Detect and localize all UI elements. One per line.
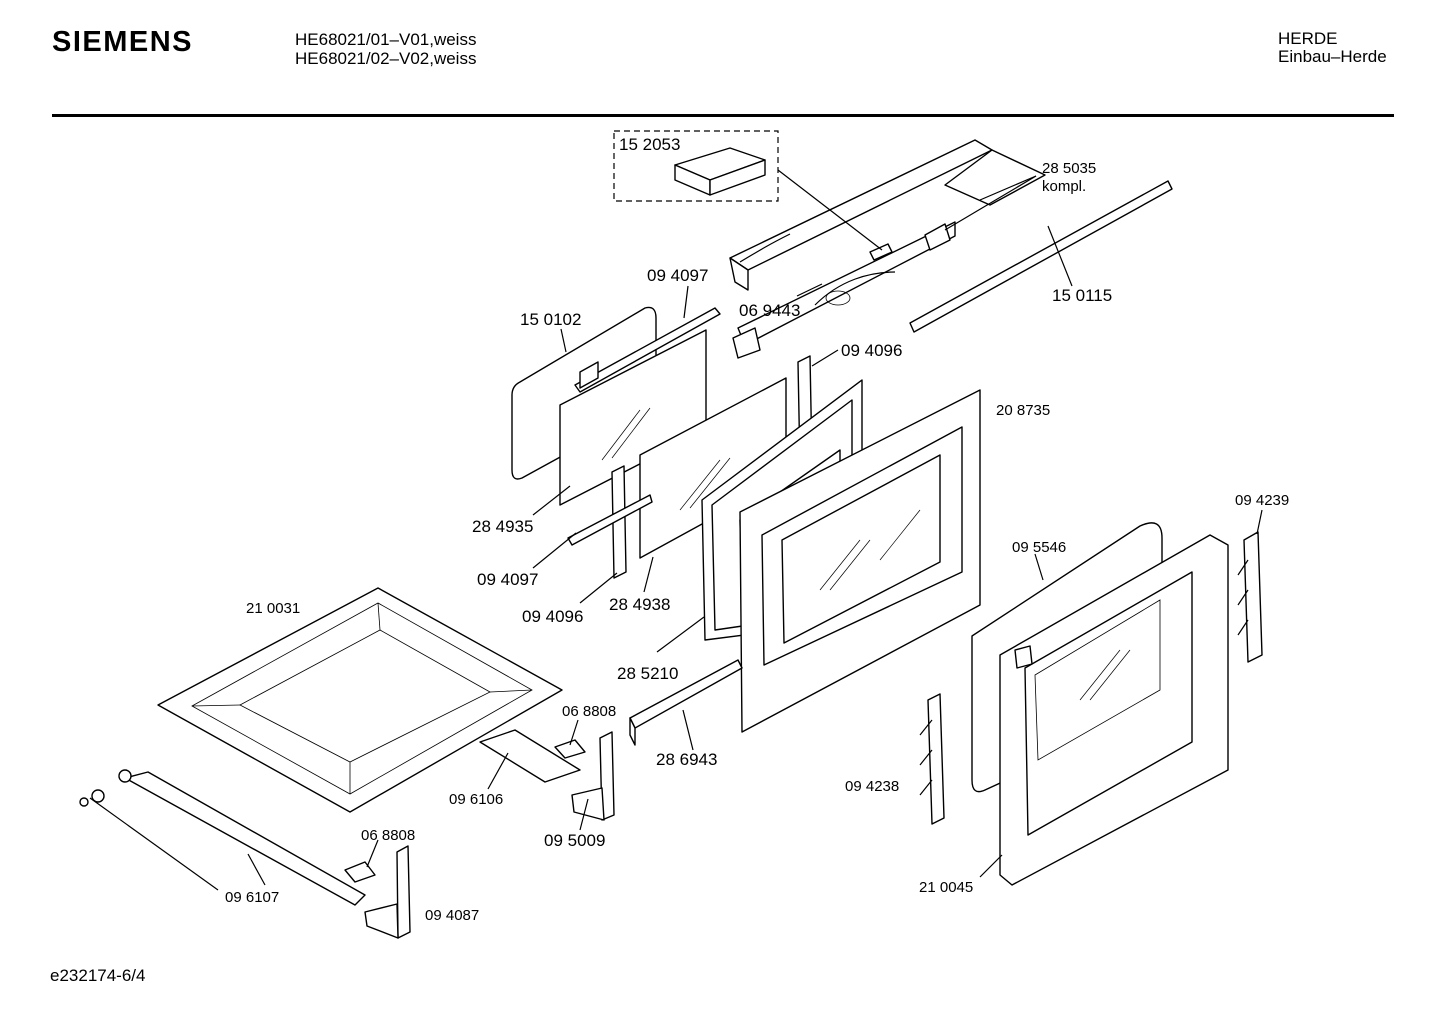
part-shape-094239 <box>1237 531 1263 663</box>
part-shape-150115 <box>909 180 1173 333</box>
part-label-095546: 09 5546 <box>1012 539 1066 556</box>
document-id: e232174-6/4 <box>50 966 146 985</box>
brand-logo: SIEMENS <box>52 26 194 58</box>
part-label-150102: 15 0102 <box>520 310 581 329</box>
part-label-285035: 28 5035 <box>1042 160 1096 177</box>
part-shape-285035 <box>729 139 1046 359</box>
leader-lines <box>89 169 1263 891</box>
part-labels: 15 2053 28 5035 kompl. 15 0115 09 4097 0… <box>225 135 1289 924</box>
part-shape-068808-bot <box>344 861 376 883</box>
category-line: Einbau–Herde <box>1278 47 1387 66</box>
part-shape-095009 <box>571 731 615 821</box>
part-shape-094087 <box>364 845 411 939</box>
part-label-284938: 28 4938 <box>609 595 670 614</box>
part-label-150115: 15 0115 <box>1052 286 1112 305</box>
part-shape-094097-top <box>574 307 721 393</box>
category: HERDE Einbau–Herde <box>1278 30 1387 66</box>
part-label-284935: 28 4935 <box>472 517 533 536</box>
part-shape-094238 <box>919 693 945 825</box>
part-shape-096106 <box>479 729 581 783</box>
part-label-069443: 06 9443 <box>739 301 800 320</box>
part-label-210045: 21 0045 <box>919 879 973 896</box>
part-label-094096: 09 4096 <box>522 607 583 626</box>
part-label-152053: 15 2053 <box>619 135 680 154</box>
model-line: HE68021/02–V02,weiss <box>295 49 477 68</box>
part-shape-068808-top <box>554 739 586 759</box>
part-shape-210045 <box>999 534 1229 886</box>
part-label-094239: 09 4239 <box>1235 492 1289 509</box>
part-shape-210031 <box>157 587 563 813</box>
part-shape-094097-bot <box>567 494 653 546</box>
part-label-285210: 28 5210 <box>617 664 678 683</box>
model-list: HE68021/01–V01,weiss HE68021/02–V02,weis… <box>295 30 476 68</box>
part-label-094238: 09 4238 <box>845 778 899 795</box>
part-label-094087: 09 4087 <box>425 907 479 924</box>
part-label-094097: 09 4097 <box>647 266 708 285</box>
part-label-208735: 20 8735 <box>996 402 1050 419</box>
part-label-286943: 28 6943 <box>656 750 717 769</box>
part-label-210031: 21 0031 <box>246 600 300 617</box>
part-label-096106: 09 6106 <box>449 791 503 808</box>
part-shape-096107 <box>79 769 366 906</box>
model-line: HE68021/01–V01,weiss <box>295 30 477 49</box>
category-line: HERDE <box>1278 29 1338 48</box>
part-label-094096: 09 4096 <box>841 341 902 360</box>
part-shape-152053 <box>613 130 779 202</box>
part-shape-094096-bot <box>611 465 627 579</box>
part-label-094097: 09 4097 <box>477 570 538 589</box>
part-shape-208735 <box>739 389 981 733</box>
part-label-068808: 06 8808 <box>562 703 616 720</box>
part-label-285035-note: kompl. <box>1042 178 1086 195</box>
header-divider <box>52 114 1394 117</box>
part-label-095009: 09 5009 <box>544 831 605 850</box>
part-shape-286943 <box>629 659 743 746</box>
part-label-068808: 06 8808 <box>361 827 415 844</box>
part-label-096107: 09 6107 <box>225 889 279 906</box>
